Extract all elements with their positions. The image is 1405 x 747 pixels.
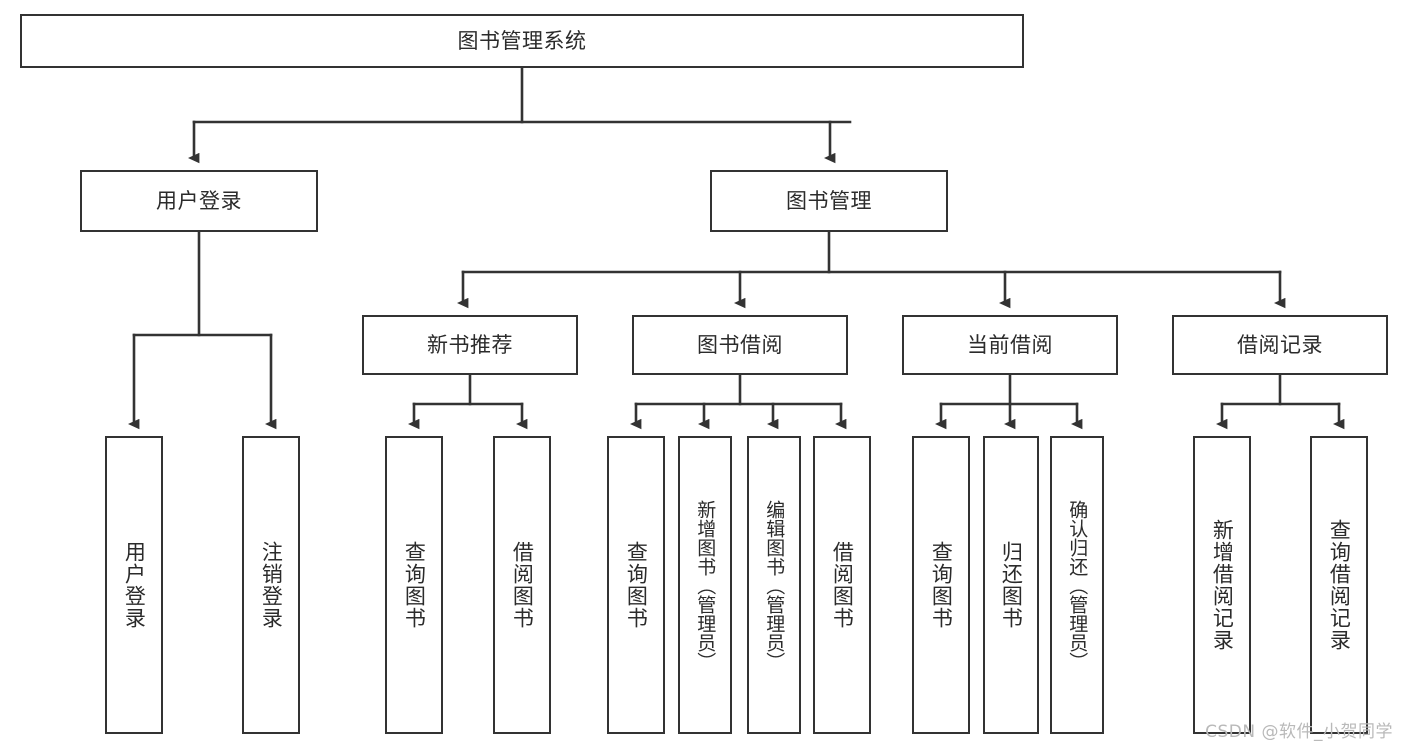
node-borrow-record-label: 借阅记录 bbox=[1237, 332, 1323, 357]
leaf-label: 新增借阅记录 bbox=[1210, 519, 1235, 651]
node-new-book-recommend-label: 新书推荐 bbox=[427, 332, 513, 357]
node-current-borrow-label: 当前借阅 bbox=[967, 332, 1053, 357]
node-root[interactable]: 图书管理系统 bbox=[20, 14, 1024, 68]
leaf-new-book-2[interactable]: 借阅图书 bbox=[493, 436, 551, 734]
node-book-manage[interactable]: 图书管理 bbox=[710, 170, 948, 232]
leaf-label: 借阅图书 bbox=[830, 541, 855, 629]
node-user-login-label: 用户登录 bbox=[156, 188, 242, 213]
leaf-label: 借阅图书 bbox=[510, 541, 535, 629]
node-book-borrow[interactable]: 图书借阅 bbox=[632, 315, 848, 375]
leaf-current-borrow-1[interactable]: 查询图书 bbox=[912, 436, 970, 734]
leaf-current-borrow-2[interactable]: 归还图书 bbox=[983, 436, 1039, 734]
node-book-borrow-label: 图书借阅 bbox=[697, 332, 783, 357]
leaf-new-book-1[interactable]: 查询图书 bbox=[385, 436, 443, 734]
leaf-user-login-2[interactable]: 注销登录 bbox=[242, 436, 300, 734]
leaf-book-borrow-4[interactable]: 借阅图书 bbox=[813, 436, 871, 734]
leaf-label: 查询图书 bbox=[402, 541, 427, 629]
leaf-label: 查询借阅记录 bbox=[1327, 519, 1352, 651]
leaf-borrow-record-2[interactable]: 查询借阅记录 bbox=[1310, 436, 1368, 734]
leaf-user-login-1[interactable]: 用户登录 bbox=[105, 436, 163, 734]
leaf-book-borrow-1[interactable]: 查询图书 bbox=[607, 436, 665, 734]
leaf-book-borrow-2[interactable]: 新增图书（管理员） bbox=[678, 436, 732, 734]
leaf-label: 用户登录 bbox=[122, 541, 147, 629]
leaf-book-borrow-3[interactable]: 编辑图书（管理员） bbox=[747, 436, 801, 734]
leaf-label: 查询图书 bbox=[929, 541, 954, 629]
node-new-book-recommend[interactable]: 新书推荐 bbox=[362, 315, 578, 375]
leaf-label: 新增图书（管理员） bbox=[694, 499, 717, 671]
watermark: CSDN @软件_小贺同学 bbox=[1205, 722, 1393, 742]
leaf-label: 查询图书 bbox=[624, 541, 649, 629]
leaf-label: 归还图书 bbox=[999, 541, 1024, 629]
node-book-manage-label: 图书管理 bbox=[786, 188, 872, 213]
node-user-login[interactable]: 用户登录 bbox=[80, 170, 318, 232]
leaf-current-borrow-3[interactable]: 确认归还（管理员） bbox=[1050, 436, 1104, 734]
node-current-borrow[interactable]: 当前借阅 bbox=[902, 315, 1118, 375]
node-root-label: 图书管理系统 bbox=[457, 28, 587, 53]
leaf-label: 确认归还（管理员） bbox=[1066, 499, 1089, 671]
node-borrow-record[interactable]: 借阅记录 bbox=[1172, 315, 1388, 375]
leaf-label: 编辑图书（管理员） bbox=[763, 499, 786, 671]
leaf-label: 注销登录 bbox=[259, 541, 284, 629]
leaf-borrow-record-1[interactable]: 新增借阅记录 bbox=[1193, 436, 1251, 734]
